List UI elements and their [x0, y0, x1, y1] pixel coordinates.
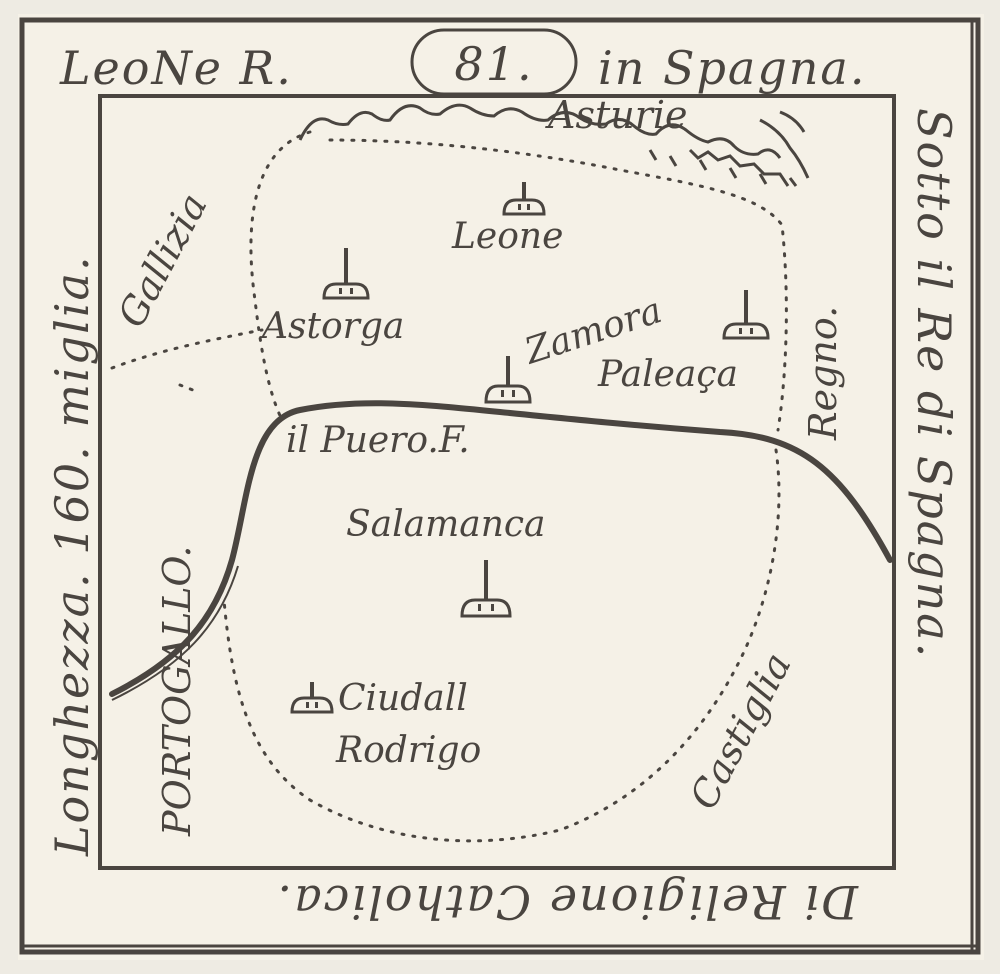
city-icon-leone: [502, 182, 546, 216]
bottom-border-text: Di Religione Catholica.: [276, 875, 859, 929]
river-puero-bank: [111, 565, 239, 701]
inner-frame: [98, 94, 896, 870]
header-left: LeoNe R.: [59, 41, 293, 95]
region-regno: Regno.: [801, 306, 845, 441]
city-icon-zamora: [484, 356, 532, 404]
mountains-icon: [298, 103, 810, 187]
outer-frame: [19, 17, 981, 955]
dotted-boundaries: [110, 130, 788, 843]
city-icon-astorga: [322, 248, 370, 300]
header-number-cartouche: [410, 28, 578, 96]
city-leone: Leone: [451, 216, 563, 257]
city-salamanca: Salamanca: [346, 504, 546, 545]
left-border-text: Longhezza. 160. miglia.: [45, 254, 99, 857]
right-border-text: Sotto il Re di Spagna.: [907, 108, 961, 659]
header-right: in Spagna.: [598, 41, 866, 95]
city-ciudall: Ciudall: [338, 678, 468, 719]
city-paleaca: Paleaça: [597, 354, 738, 395]
city-icon-salamanca: [460, 560, 512, 618]
paper: [18, 14, 984, 960]
region-portogallo: PORTOGALLO.: [155, 546, 199, 837]
city-astorga: Astorga: [259, 306, 404, 347]
header-number: 81.: [454, 37, 533, 91]
river-puero: [109, 400, 893, 697]
region-asturie: Asturie: [545, 93, 688, 137]
city-icon-paleaca: [722, 290, 770, 340]
city-rodrigo: Rodrigo: [335, 730, 481, 771]
city-icon-ciudall-rodrigo: [290, 682, 334, 714]
river-label: il Puero.F.: [286, 420, 470, 461]
